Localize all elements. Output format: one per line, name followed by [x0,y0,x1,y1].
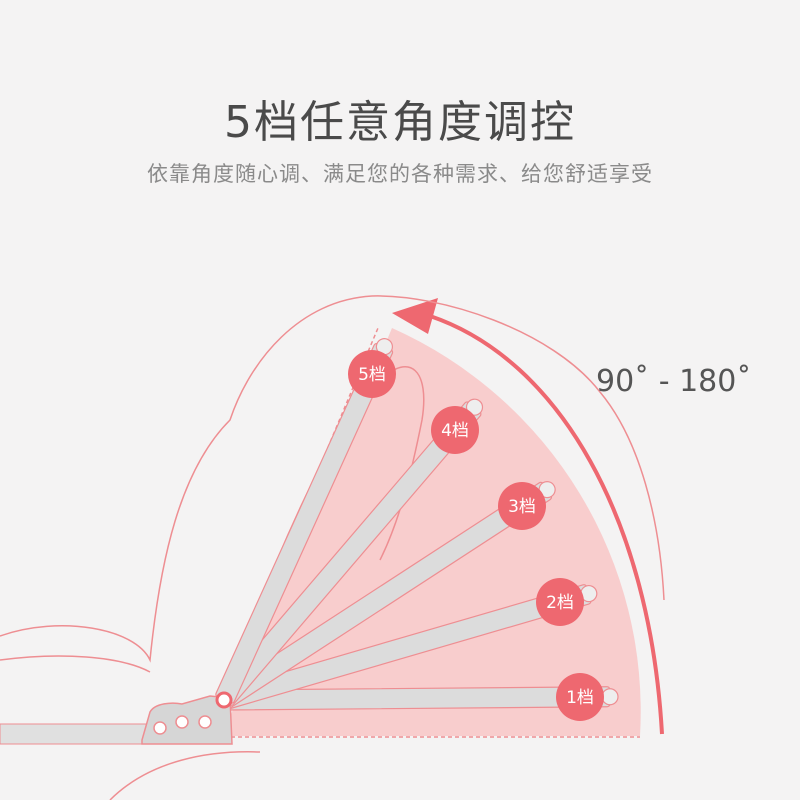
seat-base-bar [0,723,151,745]
hinge [141,691,233,745]
gear-badge-circle [498,482,546,530]
gear-label: 5档 [358,365,386,385]
hinge-bolt-icon [175,715,189,729]
gear-label: 2档 [546,593,574,613]
cushion-outline [0,295,665,663]
gear-label: 3档 [508,497,536,517]
gear-badge: 1档 [556,673,604,721]
gear-badge: 4档 [431,406,479,454]
gear-badge: 2档 [536,578,584,626]
page-subtitle: 依靠角度随心调、满足您的各种需求、给您舒适享受 [147,162,653,186]
hinge-bolt-icon [153,721,167,735]
arrow-head-icon [392,298,438,334]
dashed-vertical [221,327,379,701]
curved-arrow [429,314,664,735]
gear-badge-circle [431,406,479,454]
gear-badge-circle [556,673,604,721]
gear-badge: 5档 [348,350,396,398]
gear-label: 1档 [566,688,594,708]
gear-badge-circle [536,578,584,626]
pivot-icon [215,691,233,709]
gear-badge: 3档 [498,482,546,530]
angle-range-label: 90˚ - 180˚ [596,364,752,399]
page-title: 5档任意角度调控 [224,97,576,148]
hinge-bolt-icon [198,715,212,729]
cushion-outline-bottom [109,751,261,800]
bar-end-cap-icon [601,688,619,706]
cushion-outline-lower [0,655,151,673]
gear-label: 4档 [441,421,469,441]
gear-badge-circle [348,350,396,398]
